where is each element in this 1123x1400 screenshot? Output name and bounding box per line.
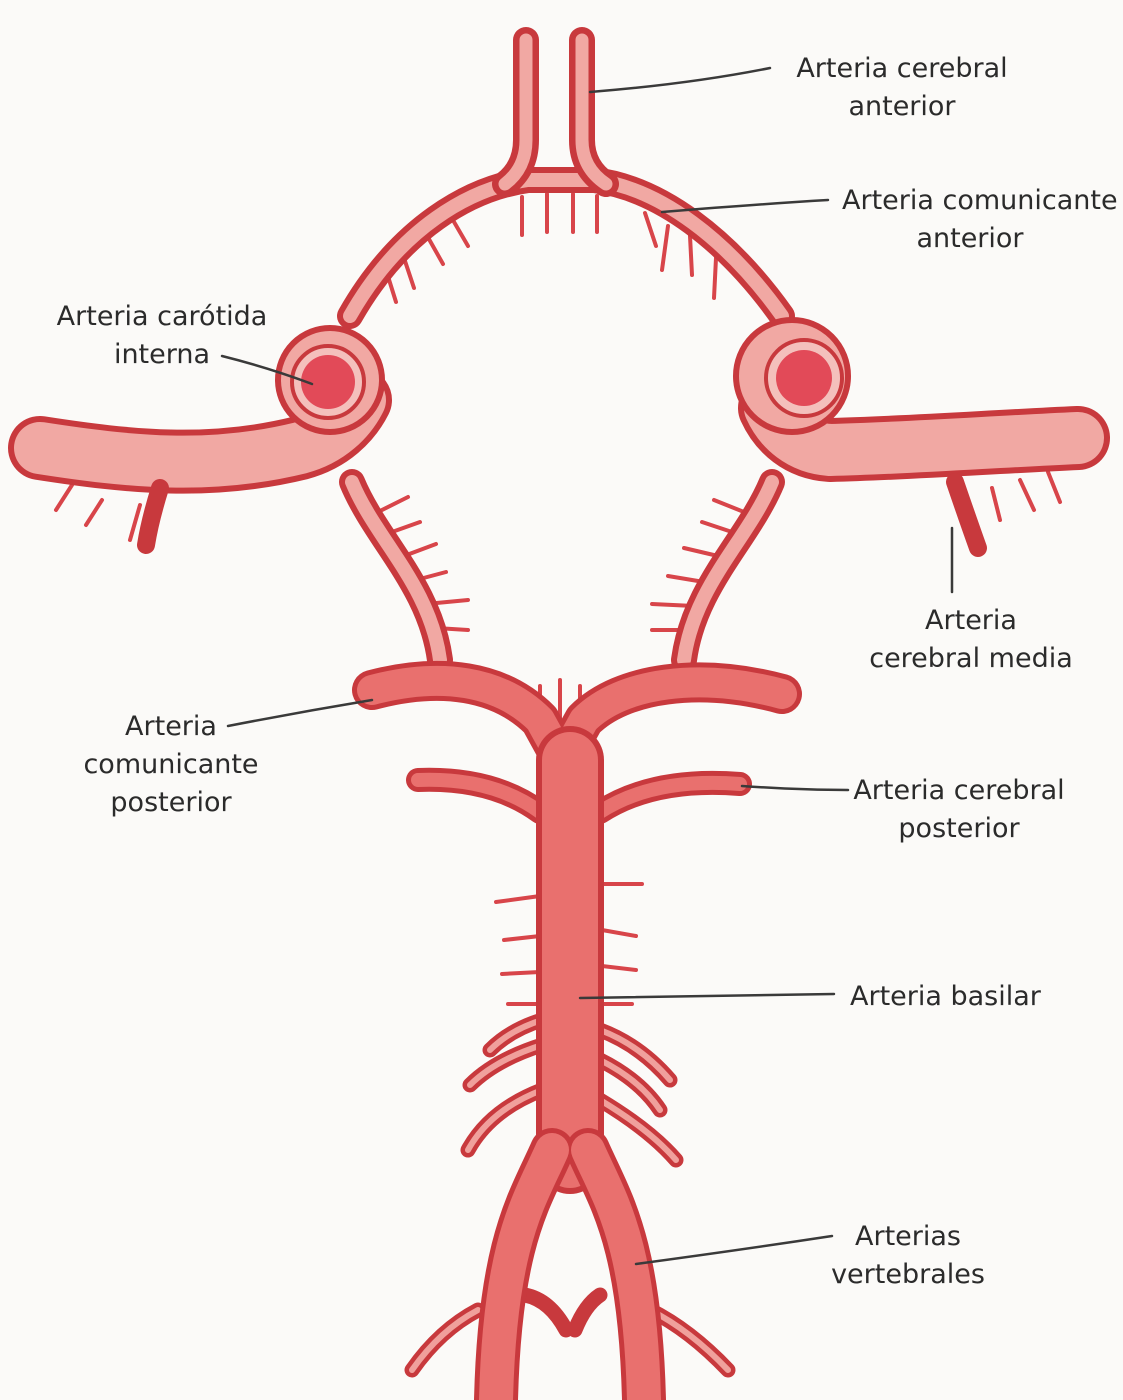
label-line: Arteria basilar (850, 981, 1041, 1012)
label-carotida-interna: Arteria carótida interna (52, 298, 272, 374)
label-cerebral-media: Arteria cerebral media (868, 602, 1074, 678)
label-line: anterior (916, 223, 1024, 254)
label-comunicante-posterior: Arteria comunicante posterior (78, 708, 264, 822)
leader-carotida-interna (220, 354, 314, 386)
posterior-cerebral-arteries (406, 767, 752, 824)
anterior-cerebral-arteries (492, 27, 619, 197)
leader-lines (220, 66, 954, 1266)
label-line: anterior (848, 91, 956, 122)
label-line: Arteria carótida (56, 301, 268, 332)
label-line: interna (113, 339, 211, 370)
leader-basilar (578, 992, 836, 1000)
willis-ring (337, 167, 795, 673)
middle-cerebral-arteries (8, 368, 1110, 557)
label-cerebral-anterior: Arteria cerebral anterior (788, 50, 1016, 126)
label-cerebral-posterior: Arteria cerebral posterior (852, 772, 1066, 848)
internal-carotid-left (275, 325, 385, 435)
leader-cerebral-posterior (740, 784, 850, 792)
label-line: Arteria cerebral (796, 53, 1008, 84)
label-line: posterior (110, 787, 232, 818)
label-line: vertebrales (831, 1259, 985, 1290)
label-line: posterior (898, 813, 1020, 844)
label-line: Arteria cerebral (853, 775, 1065, 806)
internal-carotid-right (733, 317, 851, 435)
vertebral-arteries (474, 1128, 666, 1400)
label-line: Arteria (925, 605, 1017, 636)
label-line: comunicante (83, 749, 259, 780)
label-vertebrales: Arterias vertebrales (826, 1218, 990, 1294)
leader-cerebral-anterior (588, 66, 772, 94)
leader-vertebrales (634, 1234, 834, 1266)
label-line: cerebral media (869, 643, 1073, 674)
label-basilar: Arteria basilar (850, 978, 1050, 1016)
label-line: Arteria (125, 711, 217, 742)
leader-comunicante-anterior (660, 198, 830, 214)
label-comunicante-anterior: Arteria comunicante anterior (842, 182, 1118, 258)
label-line: Arterias (855, 1221, 961, 1252)
leader-comunicante-posterior (226, 698, 374, 728)
label-line: Arteria comunicante (842, 185, 1118, 216)
